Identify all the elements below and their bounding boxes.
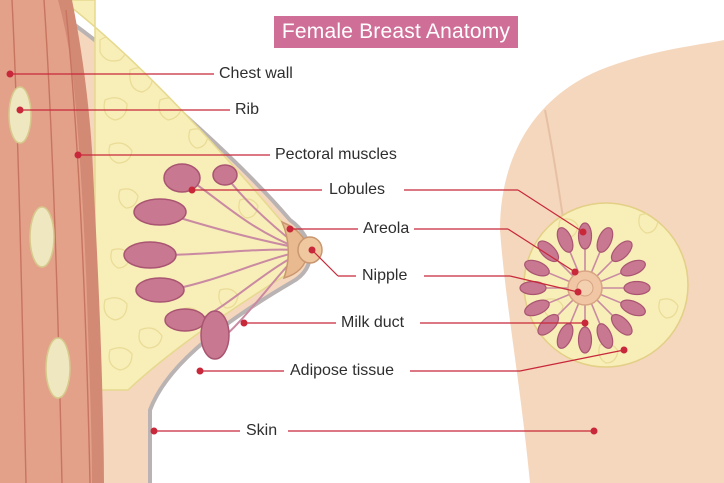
- muscle-striations: [11, 0, 91, 483]
- lobule-radial: [620, 259, 646, 277]
- lobule-radial: [596, 227, 614, 253]
- milk-duct-radial: [589, 250, 602, 276]
- lobule-radial: [610, 240, 633, 263]
- milk-duct-radial: [594, 297, 614, 317]
- lobule-radial: [556, 227, 574, 253]
- lobules-right: [519, 222, 651, 354]
- lobule-radial: [524, 299, 550, 317]
- label-adipose-tissue: Adipose tissue: [287, 362, 398, 380]
- leader-lines: [10, 73, 625, 432]
- label-milk-duct: Milk duct: [338, 314, 408, 332]
- label-nipple: Nipple: [359, 267, 411, 285]
- lobule-radial: [556, 323, 574, 349]
- milk-duct-radial: [556, 297, 576, 317]
- lobule-radial: [610, 313, 633, 336]
- label-skin: Skin: [243, 422, 281, 440]
- milk-duct-radial: [594, 259, 614, 279]
- lobules-left: [123, 163, 238, 360]
- label-chest-wall: Chest wall: [216, 65, 296, 83]
- areola-left: [280, 220, 309, 280]
- milk-duct-radial: [597, 271, 623, 284]
- lobule-radial: [623, 280, 651, 296]
- label-rib: Rib: [232, 101, 263, 119]
- label-pectoral-muscles: Pectoral muscles: [272, 146, 400, 164]
- pectoral-muscle-band: [58, 0, 104, 483]
- milk-duct-radial: [597, 292, 623, 305]
- milk-duct-radial: [589, 300, 602, 326]
- lobule-radial: [577, 326, 593, 354]
- lobule-radial: [596, 323, 614, 349]
- lobule-radial: [524, 259, 550, 277]
- lobule-radial: [577, 222, 593, 250]
- rib-cross-sections: [8, 86, 71, 399]
- leader-dots: [6, 70, 628, 435]
- lobule-radial: [537, 313, 560, 336]
- milk-duct-radial: [568, 300, 581, 326]
- label-lobules: Lobules: [326, 181, 389, 199]
- diagram-title: Female Breast Anatomy: [274, 16, 518, 48]
- lobule-radial: [620, 299, 646, 317]
- milk-duct-radial: [547, 292, 573, 305]
- label-areola: Areola: [360, 220, 413, 238]
- milk-duct-radial: [547, 271, 573, 284]
